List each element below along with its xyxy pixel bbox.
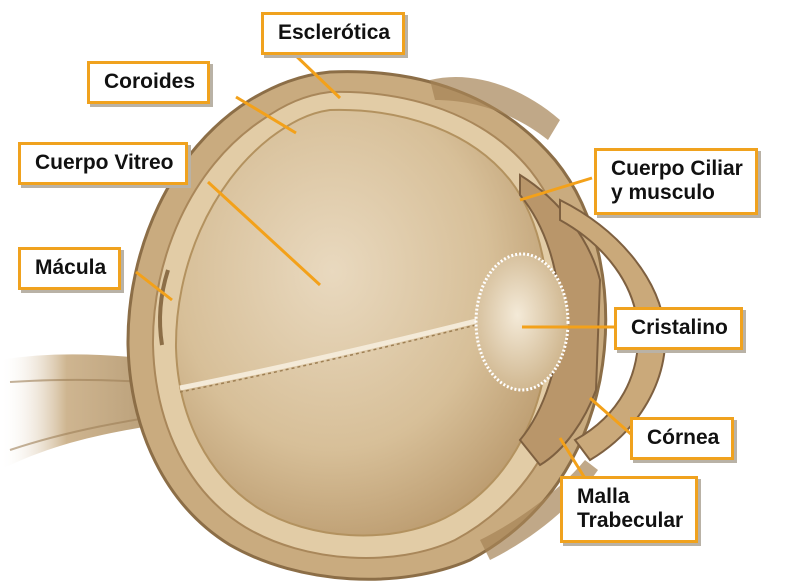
label-cuerpo-vitreo: Cuerpo Vitreo <box>18 142 188 185</box>
label-cornea: Córnea <box>630 417 734 460</box>
label-cuerpo-ciliar: Cuerpo Ciliar y musculo <box>594 148 758 215</box>
label-malla-trabecular: Malla Trabecular <box>560 476 698 543</box>
label-esclerotica: Esclerótica <box>261 12 405 55</box>
label-cristalino: Cristalino <box>614 307 743 350</box>
lens <box>476 254 568 390</box>
label-coroides: Coroides <box>87 61 210 104</box>
label-macula: Mácula <box>18 247 121 290</box>
